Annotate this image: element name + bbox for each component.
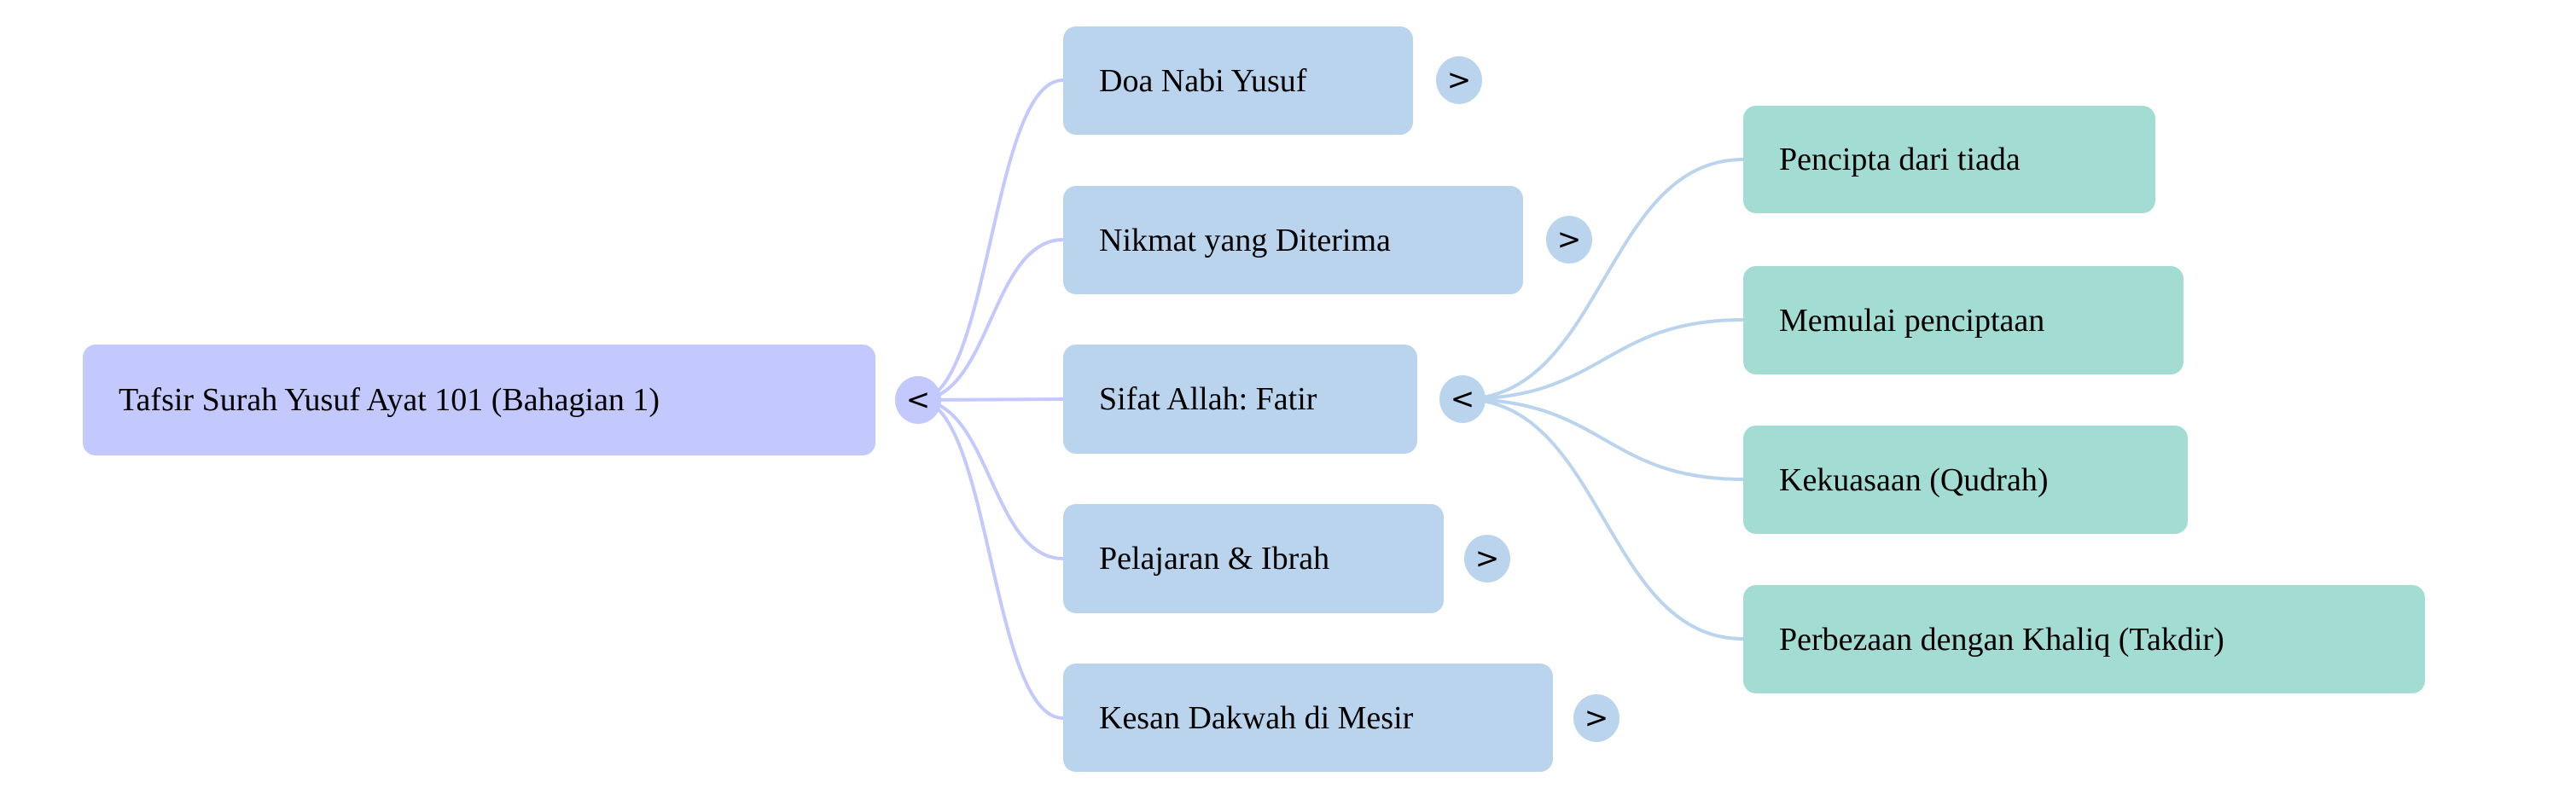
link-sifat-pencipta [1462,158,1744,401]
node-nikmat-yang-diterima[interactable]: Nikmat yang Diterima [1063,186,1523,294]
expand-toggle-doa[interactable]: > [1436,56,1482,104]
node-label: Pencipta dari tiada [1779,142,2021,177]
node-label: Memulai penciptaan [1779,302,2045,339]
collapse-toggle-sifat[interactable]: < [1439,375,1486,423]
node-kesan-dakwah[interactable]: Kesan Dakwah di Mesir [1063,664,1553,772]
expand-toggle-pelajaran[interactable]: > [1464,535,1510,583]
node-memulai-penciptaan[interactable]: Memulai penciptaan [1743,266,2183,374]
link-root-kesan [917,398,1064,720]
node-perbezaan-dengan-khaliq[interactable]: Perbezaan dengan Khaliq (Takdir) [1743,585,2425,693]
node-label: Nikmat yang Diterima [1099,222,1391,258]
node-pencipta-dari-tiada[interactable]: Pencipta dari tiada [1743,106,2155,213]
node-sifat-allah-fatir[interactable]: Sifat Allah: Fatir [1063,345,1417,454]
node-label: Perbezaan dengan Khaliq (Takdir) [1779,621,2224,658]
expand-toggle-kesan[interactable]: > [1573,694,1619,742]
node-label: Kekuasaan (Qudrah) [1779,461,2049,498]
node-label: Kesan Dakwah di Mesir [1099,699,1414,736]
node-label: Pelajaran & Ibrah [1099,541,1330,577]
link-sifat-kekuasaan [1462,397,1744,481]
link-root-doa [917,78,1064,402]
root-collapse-toggle[interactable]: < [895,376,941,424]
link-root-nikmat [917,238,1064,402]
node-kekuasaan-qudrah[interactable]: Kekuasaan (Qudrah) [1743,426,2188,534]
root-node-label: Tafsir Surah Yusuf Ayat 101 (Bahagian 1) [119,382,660,418]
expand-toggle-nikmat[interactable]: > [1546,216,1592,264]
node-doa-nabi-yusuf[interactable]: Doa Nabi Yusuf [1063,26,1413,135]
node-label: Doa Nabi Yusuf [1099,62,1307,99]
root-node[interactable]: Tafsir Surah Yusuf Ayat 101 (Bahagian 1) [83,345,875,455]
node-label: Sifat Allah: Fatir [1099,381,1317,417]
link-sifat-memulai [1462,318,1744,401]
link-root-pelajaran [917,398,1064,560]
link-sifat-perbezaan [1462,397,1744,641]
link-root-sifat [917,397,1064,402]
node-pelajaran-ibrah[interactable]: Pelajaran & Ibrah [1063,504,1444,613]
